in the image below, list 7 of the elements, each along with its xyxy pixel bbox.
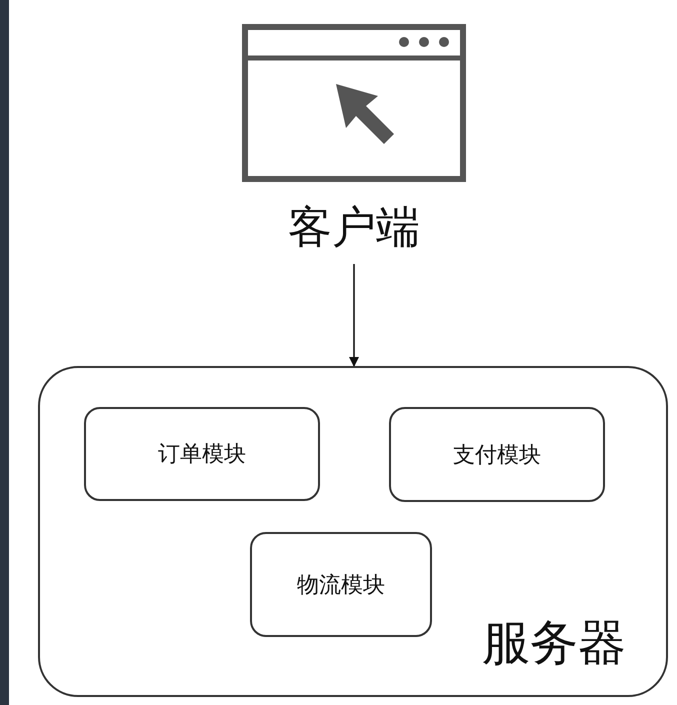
module-box: 支付模块 <box>389 407 605 502</box>
arrow <box>349 264 359 367</box>
module-box: 订单模块 <box>84 407 320 501</box>
server-box <box>38 366 668 697</box>
module-box: 物流模块 <box>250 532 432 637</box>
box-heading: 服务器 <box>482 614 626 673</box>
node-label: 客户端 <box>287 201 421 255</box>
